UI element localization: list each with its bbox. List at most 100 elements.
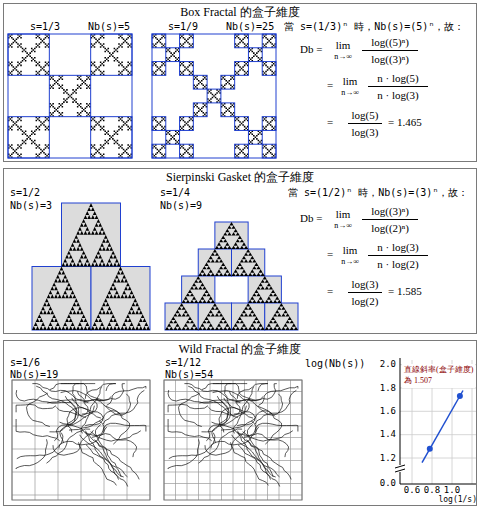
formula-text: n · log(5) (377, 72, 419, 85)
box-fractal (152, 34, 276, 158)
formula-text: log(2) (352, 295, 379, 308)
wild-fractal (16, 384, 146, 487)
fractal-figures (8, 34, 302, 500)
counting-box (221, 75, 235, 89)
counting-box (8, 117, 49, 158)
counting-box (262, 34, 276, 48)
axis-tick: 1.2 (380, 454, 396, 463)
grid-frame (164, 380, 302, 500)
counting-box (262, 62, 276, 76)
count-label: Nb(s)=9 (160, 200, 202, 212)
grid-frame (12, 380, 150, 500)
axis-tick: 2.0 (380, 360, 396, 369)
scale-label: s=1/4 (160, 187, 190, 199)
counting-box (221, 103, 235, 117)
counting-grid (164, 380, 302, 500)
wild-fractal (168, 384, 298, 487)
sierpinski-gasket (165, 222, 298, 330)
count-label: Nb(s)=54 (165, 369, 213, 381)
counting-box (235, 117, 249, 131)
fraction-bars (348, 51, 428, 293)
formula-text: log((3)ⁿ) (371, 53, 409, 66)
counting-box (152, 117, 166, 131)
counting-box (235, 62, 249, 76)
count-label: Nb(s)=19 (10, 369, 58, 381)
scale-label: s=1/3 (30, 21, 60, 33)
counting-box (248, 48, 262, 62)
formula-text: Db = (300, 43, 322, 56)
formula-text: lim (343, 75, 358, 88)
formula-result: = 1.585 (388, 285, 422, 298)
counting-box (262, 117, 276, 131)
count-label: Nb(s)=3 (10, 200, 52, 212)
counting-box (235, 34, 249, 48)
formula-text: = (327, 248, 333, 261)
counting-box (152, 144, 166, 158)
counting-box (207, 89, 221, 103)
scale-label: s=1/6 (10, 357, 40, 369)
formula-text: log((5)ⁿ) (371, 36, 409, 49)
formula-text: n · log(3) (377, 89, 419, 102)
axis-tick: 0.8 (424, 486, 440, 495)
formula-text: n→∞ (334, 53, 352, 61)
box-frame (8, 34, 132, 158)
counting-box (152, 34, 166, 48)
count-label: Nb(s)=25 (226, 21, 274, 33)
counting-box (166, 130, 180, 144)
formula-result: = 1.465 (388, 116, 422, 129)
formula-intro: 當 s=(1/2)ⁿ 時，Nb(s)=(3)ⁿ，故： (288, 187, 468, 199)
formula-text: = (327, 79, 333, 92)
formula-text: = (327, 285, 333, 298)
counting-box (91, 117, 132, 158)
counting-box (8, 34, 49, 75)
axis-tick: 1.0 (444, 486, 460, 495)
formula-text: Db = (300, 212, 322, 225)
formula-text: lim (343, 244, 358, 257)
counting-grid (12, 380, 150, 500)
counting-box (91, 34, 132, 75)
axis-title: log(Nb(s)) (305, 358, 365, 370)
axis-tick: 0.6 (404, 486, 420, 495)
scale-label: s=1/2 (10, 187, 40, 199)
panel-band: Wild Fractal 的盒子維度 (3, 340, 477, 506)
axis-tick: 1.8 (380, 384, 396, 393)
counting-box (193, 103, 207, 117)
formula-text: log(3) (352, 278, 379, 291)
formula-text: log((2)ⁿ) (371, 222, 409, 235)
scale-label: s=1/9 (168, 21, 198, 33)
panel-title: Sierpinski Gasket 的盒子維度 (4, 170, 476, 184)
counting-box (248, 130, 262, 144)
formula-text: n · log(3) (377, 241, 419, 254)
formula-text: n→∞ (334, 222, 352, 230)
formula-text: lim (336, 208, 351, 221)
counting-box (180, 34, 194, 48)
formula-text: lim (336, 39, 351, 52)
counting-box (180, 62, 194, 76)
axis-title: log(1/s) (438, 496, 477, 504)
formula-text: = (327, 116, 333, 129)
counting-box (49, 75, 90, 116)
counting-box (152, 62, 166, 76)
formula-text: log(3) (352, 126, 379, 139)
formula-text: n→∞ (341, 89, 359, 97)
formula-text: n→∞ (341, 258, 359, 266)
box-frame (152, 34, 276, 158)
counting-box (235, 144, 249, 158)
axis-tick: 1.4 (380, 430, 396, 439)
counting-box (180, 144, 194, 158)
sierpinski-gasket (32, 203, 150, 330)
log-log-chart (395, 358, 476, 484)
counting-box (193, 75, 207, 89)
formula-intro: 當 s=(1/3)ⁿ 時，Nb(s)=(5)ⁿ，故： (284, 21, 464, 33)
counting-box (180, 117, 194, 131)
panel-title: Box Fractal 的盒子維度 (4, 5, 476, 19)
formula-text: n · log(2) (377, 258, 419, 271)
formula-text: log((3)ⁿ) (371, 205, 409, 218)
count-label: Nb(s)=5 (88, 21, 130, 33)
axis-tick: 0.0 (380, 479, 396, 488)
panel-title: Wild Fractal 的盒子維度 (4, 342, 476, 356)
slope-note: 為 1.507 (404, 377, 432, 385)
slope-note: 直線斜率(盒子維度) (404, 366, 473, 374)
counting-box (166, 48, 180, 62)
box-fractal (8, 34, 132, 158)
